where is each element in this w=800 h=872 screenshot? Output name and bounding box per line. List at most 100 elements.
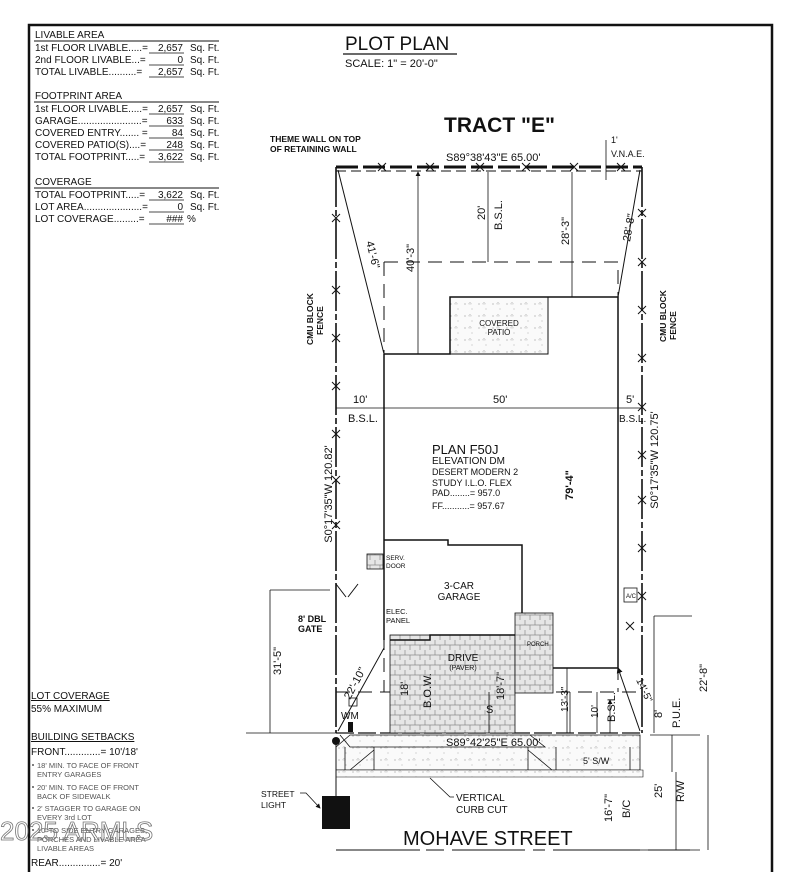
setback-notes: LOT COVERAGE 55% MAXIMUM BUILDING SETBAC… [0, 691, 154, 869]
footprint-row-label: COVERED PATIO(S)....= [35, 140, 146, 151]
livable-row-label: 2nd FLOOR LIVABLE...= [35, 55, 146, 66]
covered-patio-label: PATIO [488, 328, 511, 337]
tract-label: TRACT "E" [444, 114, 555, 137]
ac-unit [623, 587, 638, 603]
serv-door-label: DOOR [386, 563, 406, 570]
front-setback: FRONT.............= 10'/18' [31, 747, 138, 758]
setback-note: 18' MIN. TO FACE OF FRONT [37, 761, 139, 770]
footprint-row-unit: Sq. Ft. [190, 140, 219, 151]
vnae-label: V.N.A.E. [611, 149, 645, 159]
depth-dim: 79'-4" [564, 470, 576, 500]
gate-label: GATE [298, 624, 322, 634]
setback-note: 10' TO SIDE ENTRY GARAGES, [37, 826, 147, 835]
street-name: MOHAVE STREET [403, 828, 573, 850]
serv-door-label: SERV. [386, 555, 405, 562]
fence-marks [331, 162, 647, 631]
title-block: PLOT PLAN SCALE: 1" = 20'-0" TRACT "E" [343, 34, 555, 137]
dim-14-5: 14'-5" [633, 677, 654, 705]
street-light-label: LIGHT [261, 800, 286, 810]
right-side-bsl: B.S.L. [619, 414, 646, 425]
footprint-row-value: 2,657 [158, 104, 183, 115]
dim-13-3: 13'-3" [560, 686, 571, 712]
gate-label: 8' DBL [298, 614, 327, 624]
right-bearing: S0°17'35"W 120.75' [649, 411, 661, 509]
lot-coverage-value: 55% MAXIMUM [31, 704, 102, 715]
survey-monument-icon [332, 737, 340, 745]
footprint-row-label: 1st FLOOR LIVABLE.....= [35, 104, 148, 115]
dim-18: 18' [399, 682, 411, 696]
front-bsl: B.S.L. [606, 692, 618, 722]
coverage-row-unit: % [187, 214, 196, 225]
curb-cut-label: CURB CUT [456, 805, 508, 816]
porch-pavers [514, 612, 554, 694]
livable-row-value: 2,657 [158, 67, 183, 78]
bc-label: B/C [621, 800, 633, 818]
livable-row-label: TOTAL LIVABLE..........= [35, 67, 142, 78]
rw-label: R/W [675, 780, 687, 802]
footprint-row-label: TOTAL FOOTPRINT.....= [35, 152, 145, 163]
street-area [322, 734, 690, 851]
elec-panel-label: PANEL [386, 616, 410, 625]
lot-coverage-heading: LOT COVERAGE [31, 691, 110, 702]
cmu-fence-label: FENCE [315, 306, 325, 335]
left-bearing: S0°17'35"W 120.82' [323, 445, 335, 543]
dim-31-5: 31'-5" [272, 647, 284, 675]
coverage-row-unit: Sq. Ft. [190, 190, 219, 201]
setback-note: 2' STAGGER TO GARAGE ON [37, 804, 141, 813]
livable-row-value: 0 [177, 55, 183, 66]
elevation-name: DESERT MODERN 2 [432, 467, 518, 477]
setback-note: 20' MIN. TO FACE OF FRONT [37, 783, 139, 792]
right-side-bsl-dim: 5' [626, 394, 634, 406]
rear-setback: REAR...............= 20' [31, 858, 122, 869]
cmu-fence-label: FENCE [668, 311, 678, 340]
vnae-dim: 1' [611, 135, 618, 145]
setback-note: ENTRY GARAGES [37, 770, 101, 779]
rw-dim: 25' [653, 784, 665, 798]
setback-note: BACK OF SIDEWALK [37, 792, 111, 801]
bc-dim: 16'-7" [603, 794, 615, 822]
cmu-fence-label: CMU BLOCK [658, 289, 668, 342]
footprint-row-value: 248 [166, 140, 183, 151]
coverage-row-label: LOT AREA.....................= [35, 202, 148, 213]
top-bearing: S89°38'43"E 65.00' [446, 152, 540, 164]
bow-label: B.O.W. [422, 673, 434, 708]
ac-label: A/C [626, 594, 637, 600]
setbacks-heading: BUILDING SETBACKS [31, 732, 135, 743]
footprint-row-unit: Sq. Ft. [190, 128, 219, 139]
bottom-bearing: S89°42'25"E 65.00' [446, 737, 540, 749]
footprint-rows: 1st FLOOR LIVABLE.....= 2,657 Sq. Ft. GA… [35, 104, 219, 163]
plan-option: STUDY I.L.O. FLEX [432, 478, 512, 488]
house-footprint [366, 296, 638, 734]
footprint-row-value: 633 [166, 116, 183, 127]
drive-label: DRIVE [448, 653, 479, 664]
left-side-bsl: B.S.L. [348, 413, 378, 425]
water-meter-label: WM [341, 711, 359, 722]
street-light-symbol [322, 796, 350, 829]
plan-name: PLAN F50J [432, 442, 498, 457]
coverage-row-value: 3,622 [158, 190, 183, 201]
footprint-row-unit: Sq. Ft. [190, 104, 219, 115]
paver-label: (PAVER) [449, 665, 476, 672]
sewer-label: S [486, 704, 493, 716]
left-side-bsl-dim: 10' [353, 394, 367, 406]
pue-dim: 8' [653, 710, 665, 718]
setback-note: EVERY 3rd LOT [37, 813, 92, 822]
street-light-label: STREET [261, 789, 295, 799]
setback-note: PORCHES AND LIVABLE AREA [37, 835, 146, 844]
footprint-heading: FOOTPRINT AREA [35, 91, 122, 102]
scale-label: SCALE: 1" = 20'-0" [345, 58, 438, 70]
width-dim: 50' [493, 394, 507, 406]
pue-label: P.U.E. [671, 698, 683, 728]
area-tables: LIVABLE AREA 1st FLOOR LIVABLE.....= 2,6… [34, 30, 219, 225]
livable-row-unit: Sq. Ft. [190, 67, 219, 78]
elec-panel-label: ELEC. [386, 607, 408, 616]
elevation: ELEVATION DM [432, 456, 505, 467]
water-meter-symbol [348, 697, 358, 707]
garage-label: GARAGE [438, 592, 481, 603]
dim-40-3: 40'-3" [405, 244, 417, 272]
garage-label: 3-CAR [444, 581, 474, 592]
rear-bsl: B.S.L. [493, 200, 505, 230]
livable-row-unit: Sq. Ft. [190, 43, 219, 54]
livable-row-value: 2,657 [158, 43, 183, 54]
